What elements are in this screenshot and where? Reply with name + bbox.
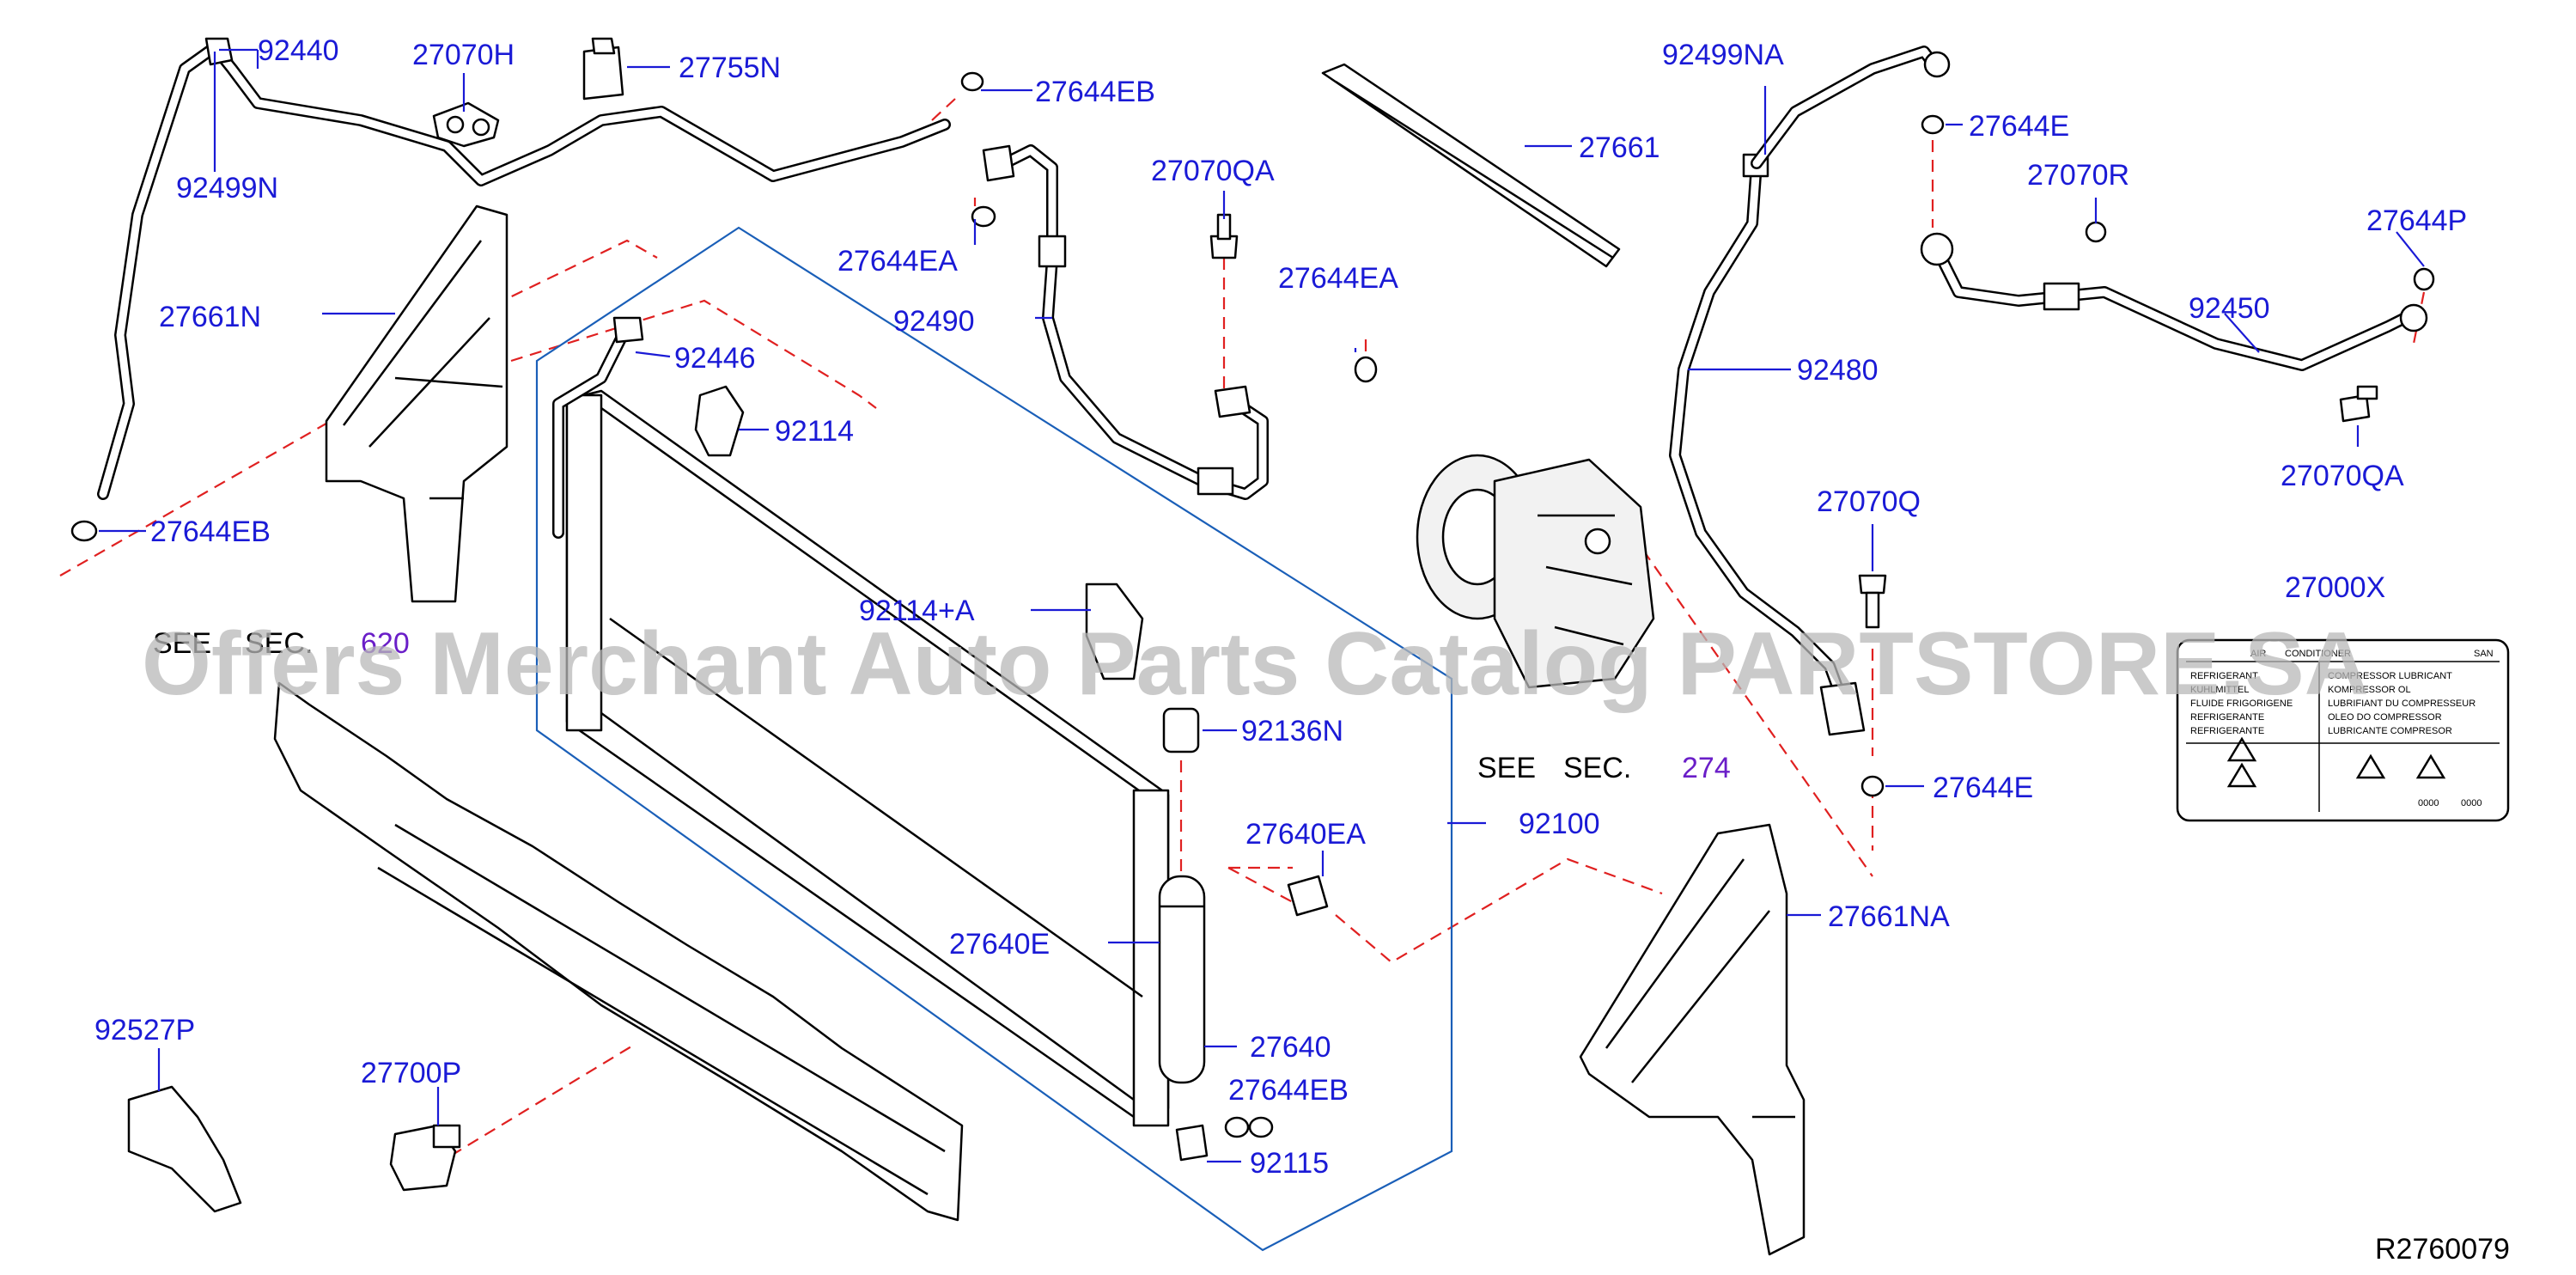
nut-27070R xyxy=(2085,221,2107,243)
label-92114A: 92114+A xyxy=(859,595,975,627)
label-92499N: 92499N xyxy=(176,172,278,204)
ac-label-right-row: LUBRIFIANT DU COMPRESSEUR xyxy=(2328,699,2476,709)
section-ref-sec: SEC. xyxy=(1563,752,1631,784)
condenser-core xyxy=(565,389,1170,1127)
side-seal-27661N xyxy=(325,204,509,603)
label-27070QA-right: 27070QA xyxy=(2281,460,2404,492)
bracket-92114 xyxy=(694,385,745,457)
label-27644EB-top: 27644EB xyxy=(1035,76,1155,108)
bracket-92527P xyxy=(127,1085,242,1213)
ac-label-left-row: REFRIGERANTE xyxy=(2190,726,2264,736)
ac-label-header-1: AIR xyxy=(2250,649,2266,659)
label-27755N: 27755N xyxy=(679,52,781,84)
label-27070H: 27070H xyxy=(412,39,515,71)
ac-label-left-row: REFRIGERANT xyxy=(2190,671,2258,681)
section-ref-see: SEE xyxy=(1477,752,1536,784)
label-92480: 92480 xyxy=(1797,354,1879,387)
ac-label-header-2: CONDITIONER xyxy=(2285,649,2351,659)
hose-92490 xyxy=(982,144,1269,500)
label-92136N: 92136N xyxy=(1241,715,1343,747)
clip-27640EA xyxy=(1287,875,1329,917)
receiver-drier-27640 xyxy=(1158,875,1206,1084)
ac-label-left-row: KUHLMITTEL xyxy=(2190,685,2249,695)
label-92446: 92446 xyxy=(674,342,756,375)
ac-label-right-row: COMPRESSOR LUBRICANT xyxy=(2328,671,2452,681)
label-27644P: 27644P xyxy=(2366,204,2467,237)
clip-27755N xyxy=(582,37,624,101)
label-27661: 27661 xyxy=(1579,131,1660,164)
diagram-code: R2760079 xyxy=(2375,1233,2510,1266)
label-27644EA-mid: 27644EA xyxy=(1278,262,1398,295)
bolt-27070QA-a xyxy=(1209,213,1239,259)
pipe-92499NA xyxy=(1751,46,1951,169)
label-27640EA: 27640EA xyxy=(1245,818,1366,851)
sensor-27700P xyxy=(389,1124,461,1192)
label-27070QA-top: 27070QA xyxy=(1151,155,1275,187)
ac-label-27000X: AIR CONDITIONER SAN REFRIGERANT KUHLMITT… xyxy=(2176,638,2510,822)
label-27640: 27640 xyxy=(1250,1031,1331,1064)
condenser-frame xyxy=(535,226,1453,1252)
label-27070Q: 27070Q xyxy=(1817,485,1921,518)
section-ref-number[interactable]: 274 xyxy=(1682,752,1731,784)
label-92115: 92115 xyxy=(1250,1147,1329,1180)
label-92490: 92490 xyxy=(893,305,975,338)
cap-92136N xyxy=(1162,707,1200,753)
ac-label-right-row: KOMPRESSOR OL xyxy=(2328,685,2411,695)
section-references: SEE SEC. 620 SEE SEC. 274 xyxy=(153,627,1731,784)
o-rings xyxy=(70,71,2435,1138)
section-ref-see: SEE xyxy=(153,627,211,660)
section-ref-number[interactable]: 620 xyxy=(361,627,410,660)
ac-label-left-row: FLUIDE FRIGORIGENE xyxy=(2190,699,2293,709)
clip-27070H xyxy=(432,101,500,148)
bumper-absorber xyxy=(273,681,964,1222)
label-27070R: 27070R xyxy=(2027,159,2129,192)
hose-92480 xyxy=(1669,153,1866,736)
watermark: Offers Merchant Auto Parts Catalog PARTS… xyxy=(142,614,2369,714)
label-27640E: 27640E xyxy=(949,928,1050,961)
ac-label-right-row: OLEO DO COMPRESSOR xyxy=(2328,712,2442,723)
label-27644E-top: 27644E xyxy=(1969,110,2069,143)
assembly-guide-lines xyxy=(59,98,2426,1156)
compressor xyxy=(1416,454,1655,689)
label-92100: 92100 xyxy=(1519,808,1600,840)
label-92527P: 92527P xyxy=(94,1014,195,1046)
label-27644E-right: 27644E xyxy=(1933,772,2033,804)
section-ref-sec: SEC. xyxy=(245,627,313,660)
side-seal-27661NA xyxy=(1579,823,1806,1256)
label-27000X: 27000X xyxy=(2285,571,2385,604)
label-27661NA: 27661NA xyxy=(1828,900,1950,933)
bolt-27070Q xyxy=(1858,574,1887,629)
bracket-92114A xyxy=(1085,583,1144,680)
ac-label-right-row: LUBRICANTE COMPRESOR xyxy=(2328,726,2452,736)
seal-strip-27661 xyxy=(1321,63,1621,268)
label-27644EB-left: 27644EB xyxy=(150,515,271,548)
label-92114: 92114 xyxy=(775,415,854,448)
pipe-92440 xyxy=(97,37,951,500)
callout-labels: 92440 27070H 27755N 27644EB 92499N 27661… xyxy=(94,34,2467,1180)
label-92450: 92450 xyxy=(2189,292,2270,325)
ac-label-left-row: REFRIGERANTE xyxy=(2190,712,2264,723)
label-27644EA-top: 27644EA xyxy=(837,245,958,278)
ac-label-code: 0000 xyxy=(2418,798,2439,808)
label-27700P: 27700P xyxy=(361,1057,461,1089)
label-27644EB-bottom: 27644EB xyxy=(1228,1074,1349,1107)
leader-lines xyxy=(99,48,2425,1163)
pipe-92450 xyxy=(1920,232,2428,371)
bracket-92115 xyxy=(1175,1124,1209,1162)
ac-label-header-3: SAN xyxy=(2474,649,2494,659)
bolt-27070QA-b xyxy=(2339,385,2378,423)
ac-label-code: 0000 xyxy=(2461,798,2482,808)
pipe-92446 xyxy=(552,316,644,539)
label-92499NA: 92499NA xyxy=(1662,39,1784,71)
label-27661N: 27661N xyxy=(159,301,261,333)
label-92440: 92440 xyxy=(258,34,339,67)
